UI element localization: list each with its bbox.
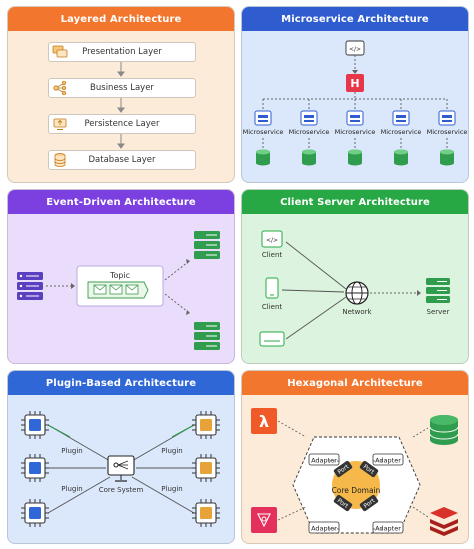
plugin-chip-icon [192,499,220,527]
topic-label: Topic [109,271,130,280]
code-window-icon: </> [261,230,283,248]
plugin-chip-icon [21,454,49,482]
svg-text:</>: </> [349,46,361,53]
microservice-label: Microservice [243,128,284,136]
event-driven-title: Event-Driven Architecture [8,190,234,214]
business-layer: Business Layer [48,78,196,98]
lambda-glyph: λ [259,412,269,431]
plugin-label-left-2: Plugin [61,485,82,493]
svg-text:</>: </> [266,237,278,244]
core-domain-label: Core Domain [332,486,381,495]
presentation-layer: Presentation Layer [48,42,196,62]
client-server-title: Client Server Architecture [242,190,468,214]
plugin-label-left-1: Plugin [61,447,82,455]
adapter: Adapter [372,521,404,534]
plugin-chip-icon [21,411,49,439]
microservice-label: Microservice [427,128,468,136]
laptop-icon [259,331,285,347]
consumer-server-icon-top [194,231,220,259]
microservice-db-icon [348,149,362,166]
code-icon: </> [345,40,365,56]
microservice-diagram: </> H [243,40,468,166]
microservice-label: Microservice [381,128,422,136]
core-system-label: Core System [99,486,144,494]
client-label-1: Client [262,251,283,259]
client-label-2: Client [262,303,283,311]
event-driven-panel: Event-Driven Architecture Topic [7,189,235,364]
business-layer-label: Business Layer [90,83,154,93]
plugin-chip-icon [21,499,49,527]
database-icon [54,153,66,167]
plugin-panel: Plugin-Based Architecture Plugin Plugin … [7,370,235,544]
hexagonal-panel: Hexagonal Architecture λ [241,370,469,544]
microservice-db-icon [302,149,316,166]
microservice-unit: Microservice [427,110,468,166]
layered-connectors [117,61,125,149]
microservice-label: Microservice [289,128,330,136]
adapter-label: Adapter [375,457,401,465]
hexagonal-title: Hexagonal Architecture [242,371,468,395]
chat-icon [52,45,68,58]
redis-stack-icon [430,507,458,536]
microservice-unit: Microservice [243,110,284,166]
plugin-diagram: Plugin Plugin Plugin Plugin Core System [21,411,220,527]
lambda-icon: λ [251,408,277,434]
adapter-label: Adapter [311,457,337,465]
database-layer: Database Layer [48,150,196,170]
microservice-unit: Microservice [381,110,422,166]
microservice-label: Microservice [335,128,376,136]
gateway-label: H [350,77,359,90]
adapter: Adapter [308,453,340,466]
plugin-label-right-2: Plugin [161,485,182,493]
core-system-monitor-icon [107,455,135,482]
producer-server-icon [17,272,43,300]
presentation-layer-label: Presentation Layer [82,47,162,57]
microservice-title: Microservice Architecture [242,7,468,31]
layered-title: Layered Architecture [8,7,234,31]
monitor-upload-icon [53,118,67,130]
network-globe-icon [345,281,369,305]
adapter: Adapter [308,521,340,534]
server-icon [426,278,450,303]
plugin-chip-icon [192,454,220,482]
network-label: Network [342,308,372,316]
event-source-icon [251,507,277,533]
server-label: Server [427,308,450,316]
microservice-panel: Microservice Architecture </> H [241,6,469,183]
database-layer-label: Database Layer [88,155,156,165]
adapter: Adapter [372,453,404,466]
persistence-layer-label: Persistence Layer [84,119,160,129]
adapter-label: Adapter [311,525,337,533]
microservice-db-icon [394,149,408,166]
topic-queue-icon [87,281,149,299]
database-cylinder-icon [429,415,459,445]
persistence-layer: Persistence Layer [48,114,196,134]
microservice-unit: Microservice [289,110,330,166]
plugin-label-right-1: Plugin [161,447,182,455]
client-server-panel: Client Server Architecture </> Client Cl… [241,189,469,364]
client-server-diagram: </> Client Client [259,230,450,347]
layered-panel: Layered Architecture Presentation Layer [7,6,235,183]
network-nodes-icon [53,80,66,95]
plugin-chip-icon [192,411,220,439]
adapter-label: Adapter [375,525,401,533]
microservice-db-icon [440,149,454,166]
microservice-unit: Microservice [335,110,376,166]
api-gateway-icon: H [346,74,364,92]
mobile-icon [265,277,279,299]
event-driven-diagram: Topic [17,231,220,350]
microservice-db-icon [256,149,270,166]
plugin-title: Plugin-Based Architecture [8,371,234,395]
consumer-server-icon-bottom [194,322,220,350]
